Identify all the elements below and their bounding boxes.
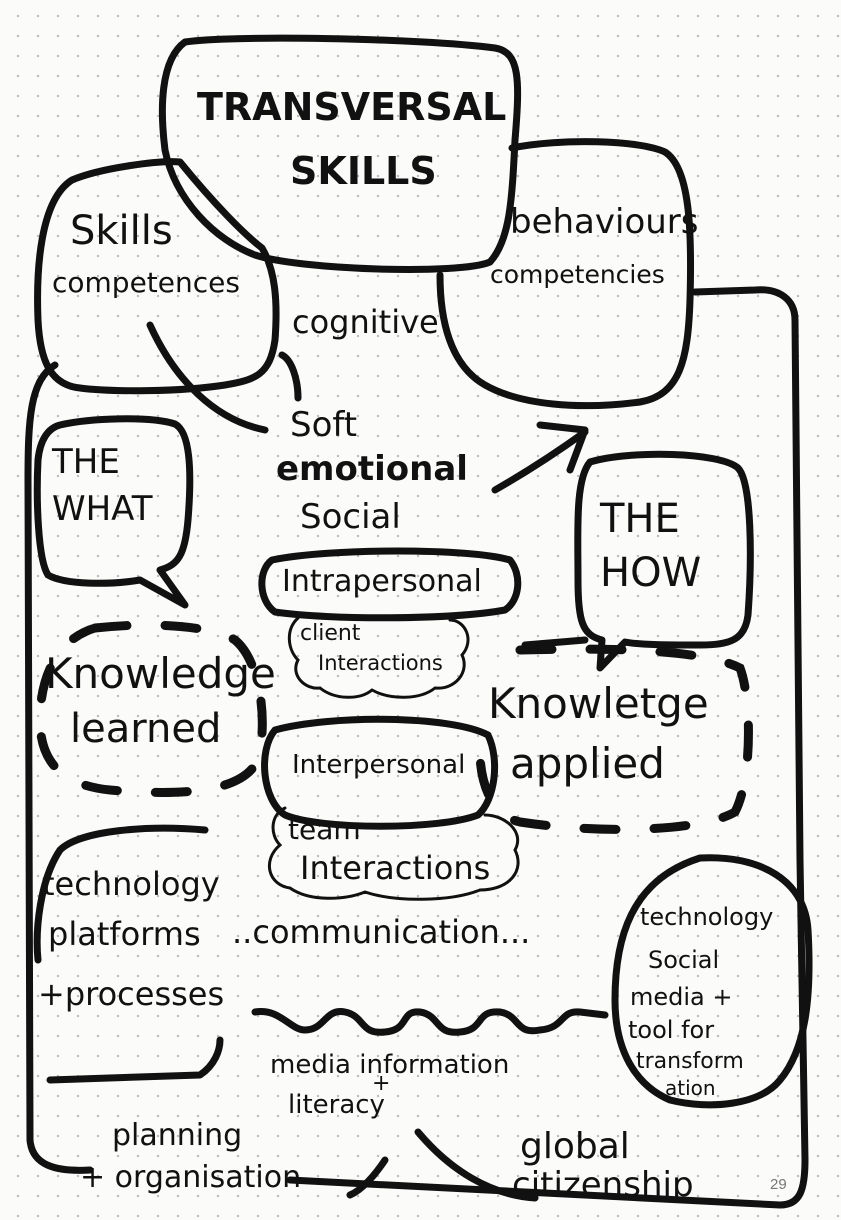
communication-label: ..communication...: [232, 913, 531, 951]
team-cloud-outline: [268, 806, 520, 901]
skills-box-outline: [34, 158, 280, 395]
client-cloud-outline: [287, 616, 470, 699]
client-interactions-label: Interactions: [318, 651, 443, 675]
knowledge-learned-line1: Knowledge: [45, 649, 276, 698]
the-how-line2: HOW: [600, 550, 702, 596]
the-how-bubble-outline: [574, 450, 754, 672]
outer-frame: [24, 286, 809, 1209]
title-line2: SKILLS: [290, 149, 437, 193]
left-bracket: [33, 824, 224, 1084]
social-label: Social: [300, 497, 401, 537]
soft-label: Soft: [290, 405, 358, 445]
right-circle-outline: [611, 854, 813, 1109]
technology-right-line4: tool for: [628, 1016, 715, 1044]
team-interactions-label: Interactions: [300, 849, 491, 887]
interpersonal-outline: [261, 715, 499, 830]
emotional-label: emotional: [276, 449, 468, 489]
interpersonal-label: Interpersonal: [292, 750, 466, 780]
team-label: team: [288, 813, 361, 846]
literacy-label: literacy: [288, 1090, 385, 1120]
intrapersonal-outline: [258, 547, 522, 622]
technology-right-line5: transform: [636, 1049, 744, 1074]
client-label: client: [300, 621, 361, 646]
behaviours-label: behaviours: [510, 202, 699, 242]
knowledge-applied-dashes: [475, 644, 753, 834]
knowledge-applied-line2: applied: [510, 739, 665, 788]
knowledge-applied-line1: Knowletge: [488, 679, 709, 728]
media-information-label: media information: [270, 1050, 510, 1080]
technology-right-line6: ation: [665, 1076, 716, 1100]
the-what-line2: WHAT: [52, 489, 153, 529]
media-plus-label: +: [372, 1071, 391, 1096]
technology-left-line1: technology: [42, 865, 220, 903]
connector-how: [521, 636, 589, 649]
organisation-label: + organisation: [80, 1160, 302, 1195]
intrapersonal-label: Intrapersonal: [282, 564, 482, 599]
competences-label: competences: [52, 266, 240, 299]
wavy-line: [251, 1008, 609, 1036]
technology-left-line2: platforms: [48, 915, 201, 953]
technology-right-line3: media +: [630, 983, 733, 1011]
the-what-line1: THE: [52, 442, 120, 482]
title-box-outline: [158, 34, 522, 273]
technology-left-line3: +processes: [38, 975, 225, 1013]
curve-to-global: [414, 1128, 539, 1202]
citizenship-label: citizenship: [512, 1165, 694, 1205]
behaviours-box-outline: [436, 138, 695, 410]
arrow-skills-soft: [146, 321, 269, 434]
skills-label: Skills: [70, 208, 173, 254]
title-line1: TRANSVERSAL: [197, 85, 507, 129]
the-how-line1: THE: [600, 496, 680, 542]
technology-right-line2: Social: [648, 946, 720, 974]
arrow-soft-behaviours: [491, 421, 589, 494]
global-label: global: [520, 1126, 630, 1167]
planning-label: planning: [112, 1118, 243, 1153]
cognitive-tick: [278, 351, 302, 402]
page-number: 29: [770, 1176, 787, 1193]
the-what-bubble-outline: [33, 415, 194, 609]
curve-to-planning: [346, 1156, 389, 1199]
cognitive-label: cognitive: [292, 303, 439, 341]
technology-right-line1: technology: [640, 903, 774, 931]
competencies-label: competencies: [490, 260, 665, 289]
knowledge-learned-line2: learned: [70, 706, 222, 752]
